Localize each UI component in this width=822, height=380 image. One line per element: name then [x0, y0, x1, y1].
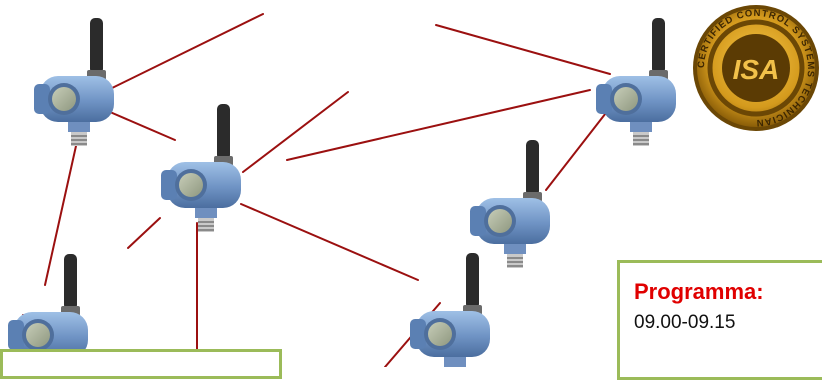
- link-line: [127, 217, 161, 249]
- info-box: [0, 349, 282, 379]
- link-line: [242, 91, 349, 173]
- link-line: [109, 111, 176, 141]
- wireless-transmitter-icon: [470, 140, 550, 268]
- link-line: [107, 13, 264, 91]
- wireless-transmitter-icon: [161, 104, 241, 232]
- wireless-transmitter-icon: [410, 253, 490, 367]
- wireless-mesh-diagram: CERTIFIED CONTROL SYSTEMS TECHNICIAN ISA: [8, 5, 819, 367]
- link-line: [435, 24, 611, 75]
- isa-certification-badge: CERTIFIED CONTROL SYSTEMS TECHNICIAN ISA: [693, 5, 819, 131]
- program-time: 09.00-09.15: [634, 312, 736, 333]
- badge-center-text: ISA: [733, 54, 780, 85]
- link-line: [286, 89, 591, 161]
- program-title: Programma:: [634, 279, 764, 304]
- program-box: Programma: 09.00-09.15: [617, 260, 822, 380]
- wireless-transmitter-icon: [596, 18, 676, 146]
- link-line: [545, 99, 617, 191]
- link-line: [44, 127, 81, 286]
- link-line: [240, 203, 419, 281]
- wireless-transmitter-icon: [34, 18, 114, 146]
